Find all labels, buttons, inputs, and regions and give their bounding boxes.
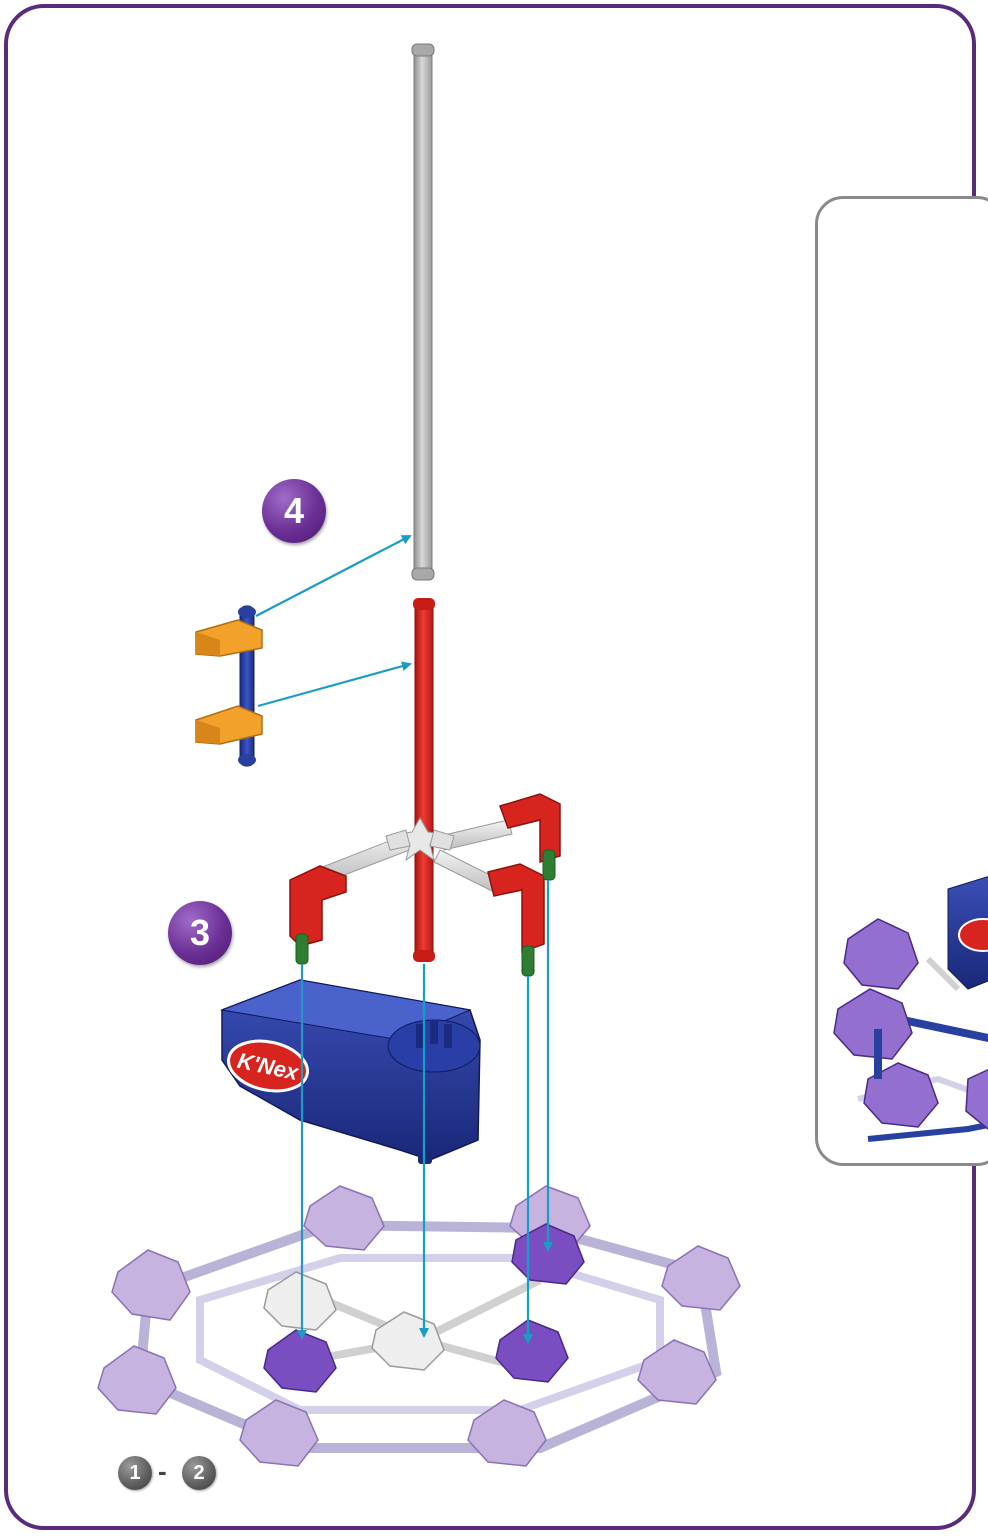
motor-unit: K'Nex <box>222 980 480 1164</box>
gray-rod <box>412 44 434 580</box>
step-number-badge: 4 <box>262 479 326 543</box>
reference-step-badge: 2 <box>182 1456 216 1490</box>
red-rod <box>413 598 435 962</box>
orange-connector-assembly <box>196 606 262 766</box>
inset-preview-box <box>815 196 988 1166</box>
step-number-badge: 3 <box>168 901 232 965</box>
reference-step-badge: 1 <box>118 1456 152 1490</box>
base-frame <box>98 1186 740 1466</box>
reference-separator: - <box>158 1456 167 1487</box>
inset-preview-illustration <box>818 199 988 1166</box>
